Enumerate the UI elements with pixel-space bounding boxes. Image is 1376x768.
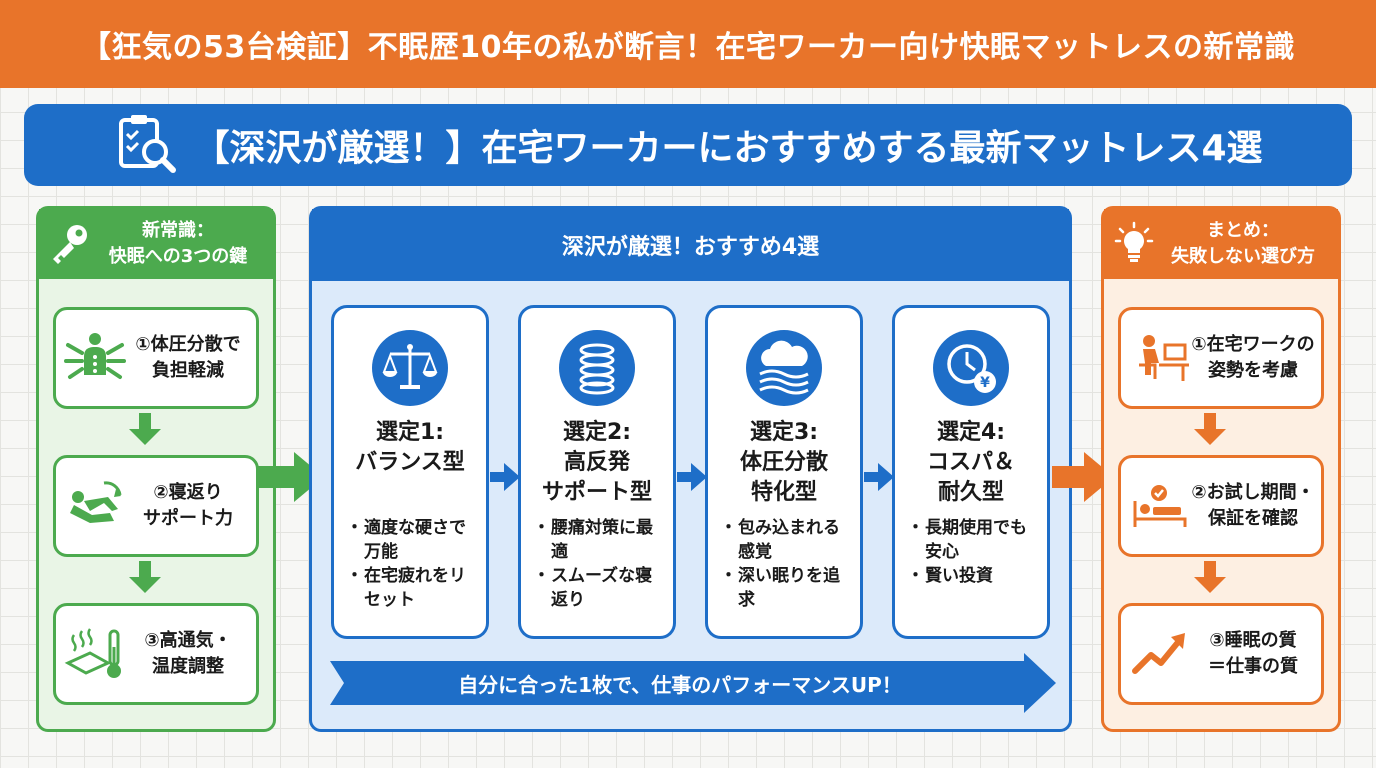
tip-card-1-line1: ①在宅ワークの (1191, 334, 1315, 355)
right-heading-line1: まとめ： (1207, 220, 1279, 241)
pick-1-bullet-1: 適度な硬さで万能 (346, 516, 480, 564)
pick-4-bullet-1: 長期使用でも安心 (907, 516, 1041, 564)
scale-icon (382, 344, 438, 389)
key-card-3-line1: ③高通気・ (144, 630, 232, 651)
pick-3-label: 選定3: (749, 420, 819, 445)
performance-banner: 自分に合った1枚で、仕事のパフォーマンスUP！ (330, 653, 1056, 713)
pick-3-type-line2: 特化型 (750, 480, 817, 505)
left-heading-line1: 新常識： (142, 220, 214, 241)
key-icon (53, 225, 87, 264)
coil-spring-icon (579, 343, 615, 395)
pick-2-bullets: 腰痛対策に最適 スムーズな寝返り (533, 516, 667, 612)
pick-arrow-1 (490, 463, 520, 491)
pick-2-bullet-1: 腰痛対策に最適 (533, 516, 667, 564)
tip-card-3-line1: ③睡眠の質 (1209, 630, 1297, 651)
key-card-2: ②寝返り サポート力 (53, 455, 259, 557)
body-pressure-icon (64, 333, 126, 379)
pick-card-4: ¥ 選定4: コスパ＆ 耐久型 長期使用でも安心 賢い投資 (892, 305, 1050, 639)
pick-2-type-line2: サポート型 (541, 480, 652, 505)
left-heading-line2: 快眠への3つの鍵 (108, 246, 248, 267)
key-card-3: ③高通気・ 温度調整 (53, 603, 259, 705)
recommend-four-column: 深沢が厳選！おすすめ4選 選定1: バランス型 適度な硬さで万能 在宅疲れをリセ… (309, 206, 1072, 732)
pick-1-bullet-2: 在宅疲れをリセット (346, 564, 480, 612)
pick-4-label: 選定4: (936, 420, 1006, 445)
right-column-heading: まとめ： 失敗しない選び方 (1104, 209, 1338, 279)
desk-worker-icon (1139, 335, 1189, 381)
pick-2-label: 選定2: (562, 420, 632, 445)
tip-card-3: ③睡眠の質 ＝仕事の質 (1118, 603, 1324, 705)
key-card-3-line2: 温度調整 (152, 656, 224, 677)
tip-card-2-line2: 保証を確認 (1208, 508, 1298, 529)
banner-title: 【深沢が厳選！】在宅ワーカーにおすすめする最新マットレス4選 (193, 128, 1263, 169)
left-column-heading: 新常識： 快眠への3つの鍵 (39, 209, 273, 279)
svg-text:¥: ¥ (980, 375, 990, 391)
cloud-layers-icon (759, 340, 809, 395)
key-card-2-line1: ②寝返り (153, 482, 223, 503)
pick-2-bullet-2: スムーズな寝返り (533, 564, 667, 612)
clipboard-search-icon (119, 115, 177, 173)
pick-arrow-2 (677, 463, 707, 491)
lightbulb-icon (1114, 221, 1154, 262)
center-column-heading: 深沢が厳選！おすすめ4選 (312, 209, 1069, 281)
pick-3-type-line1: 体圧分散 (739, 450, 828, 475)
pick-2-type-line1: 高反発 (563, 450, 630, 475)
pick-4-bullet-2: 賢い投資 (907, 564, 1041, 588)
pick-4-type-line1: コスパ＆ (926, 450, 1015, 475)
page-title-bar: 【狂気の53台検証】不眠歴10年の私が断言！在宅ワーカー向け快眠マットレスの新常… (0, 0, 1376, 88)
clock-yen-icon: ¥ (947, 344, 996, 393)
pick-4-bullets: 長期使用でも安心 賢い投資 (907, 516, 1041, 588)
summary-column: まとめ： 失敗しない選び方 ①在宅ワークの 姿勢を考慮 ②お試し期間 (1101, 206, 1341, 732)
pick-1-bullets: 適度な硬さで万能 在宅疲れをリセット (346, 516, 480, 612)
tip-card-2-line1: ②お試し期間・ (1191, 482, 1315, 503)
rolling-person-icon (70, 481, 122, 523)
performance-banner-text: 自分に合った1枚で、仕事のパフォーマンスUP！ (458, 672, 902, 697)
tip-card-1: ①在宅ワークの 姿勢を考慮 (1118, 307, 1324, 409)
pick-card-3: 選定3: 体圧分散 特化型 包み込まれる感覚 深い眠りを追求 (705, 305, 863, 639)
flow-arrow-left (258, 452, 324, 502)
key-card-1-line2: 負担軽減 (152, 360, 224, 381)
section-banner: 【深沢が厳選！】在宅ワーカーにおすすめする最新マットレス4選 (24, 104, 1352, 186)
pick-1-type: バランス型 (355, 450, 465, 475)
trend-up-icon (1132, 633, 1185, 674)
new-common-sense-column: 新常識： 快眠への3つの鍵 ①体圧分散で 負担軽減 ②寝返り サポート力 (36, 206, 276, 732)
pick-3-bullets: 包み込まれる感覚 深い眠りを追求 (720, 516, 854, 612)
thermometer-icon (64, 628, 121, 678)
page-title: 【狂気の53台検証】不眠歴10年の私が断言！在宅ワーカー向け快眠マットレスの新常… (81, 30, 1295, 65)
tip-card-1-line2: 姿勢を考慮 (1208, 360, 1298, 381)
flow-arrow-right (1052, 452, 1114, 502)
pick-arrow-3 (864, 463, 894, 491)
pick-card-2: 選定2: 高反発 サポート型 腰痛対策に最適 スムーズな寝返り (518, 305, 676, 639)
pick-3-bullet-1: 包み込まれる感覚 (720, 516, 854, 564)
tip-card-3-line2: ＝仕事の質 (1208, 656, 1298, 677)
key-card-2-line2: サポート力 (143, 508, 233, 529)
key-card-1-line1: ①体圧分散で (135, 334, 241, 355)
pick-3-bullet-2: 深い眠りを追求 (720, 564, 854, 612)
tip-card-2: ②お試し期間・ 保証を確認 (1118, 455, 1324, 557)
bed-check-icon (1133, 485, 1187, 527)
pick-1-label: 選定1: (375, 420, 445, 445)
key-card-1: ①体圧分散で 負担軽減 (53, 307, 259, 409)
pick-4-type-line2: 耐久型 (937, 480, 1004, 505)
right-heading-line2: 失敗しない選び方 (1171, 246, 1315, 267)
pick-card-1: 選定1: バランス型 適度な硬さで万能 在宅疲れをリセット (331, 305, 489, 639)
